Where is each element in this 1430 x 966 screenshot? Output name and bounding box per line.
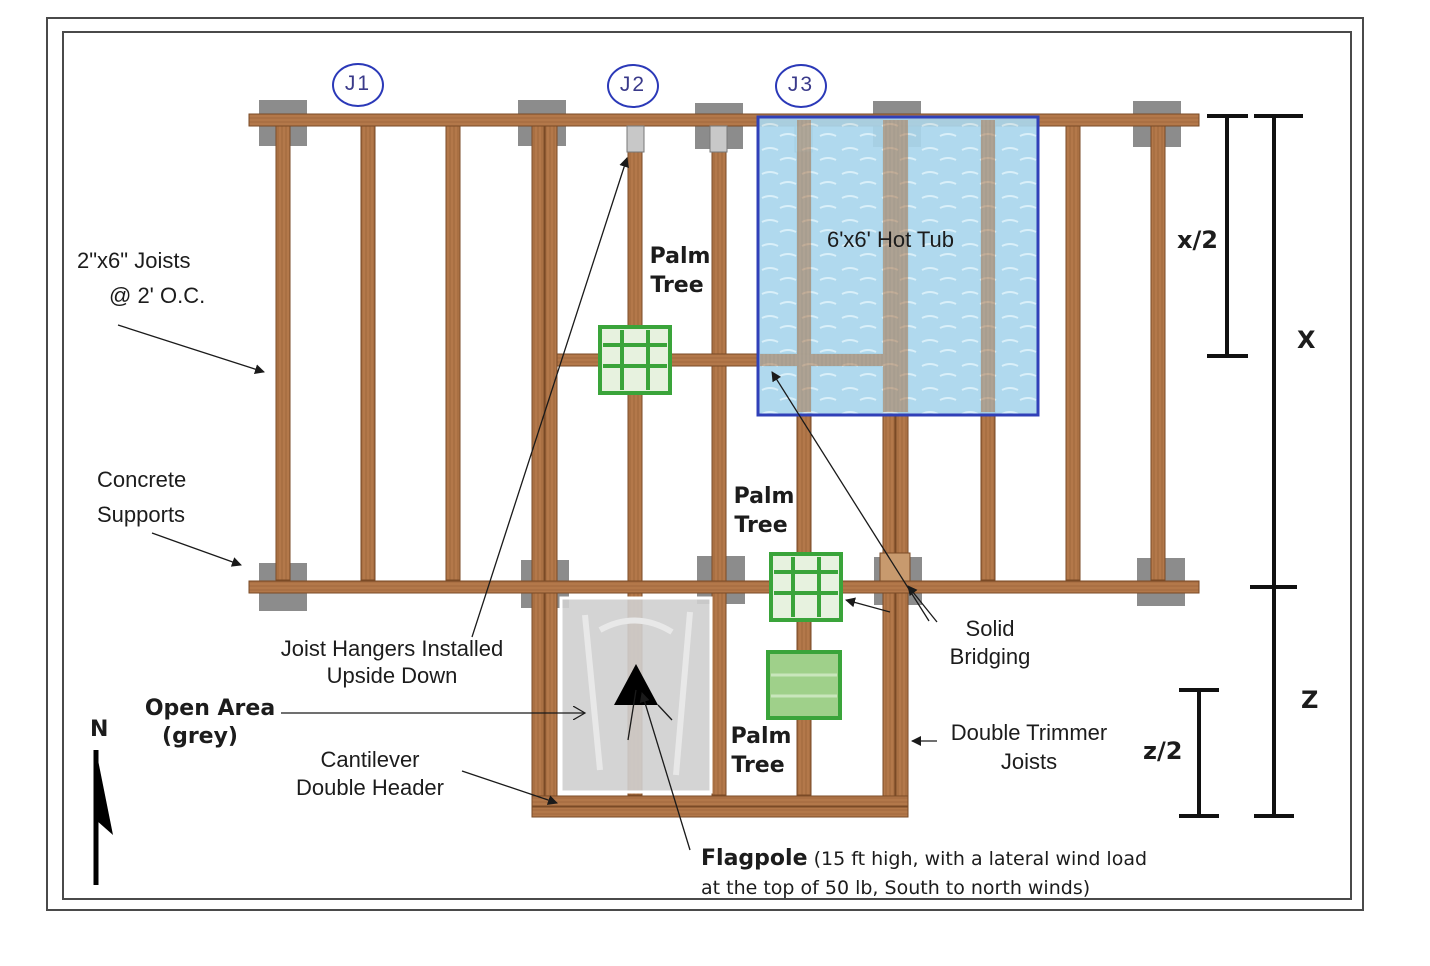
solid-bridging-label-line1: Solid — [965, 616, 1015, 641]
supports-label-line1: Concrete — [97, 467, 187, 492]
dimension-z-half: z/2 — [1143, 737, 1183, 765]
joist-marker-j1: J1 — [332, 63, 384, 107]
flagpole-detail-line2: at the top of 50 lb, South to north wind… — [701, 877, 1091, 899]
palm-tree-3-label-line2: Tree — [731, 753, 785, 778]
dimension-lines — [1179, 114, 1303, 818]
north-label: N — [90, 717, 109, 742]
dimension-x: X — [1297, 326, 1316, 354]
hangers-label-line1: Joist Hangers Installed — [280, 636, 504, 661]
joist-marker-j2: J2 — [607, 64, 659, 108]
cantilever-label-line1: Cantilever — [320, 747, 420, 772]
joists-label-line1: 2"x6" Joists — [77, 248, 191, 273]
flagpole-label: Flagpole (15 ft high, with a lateral win… — [701, 844, 1147, 873]
hangers-label-line2: Upside Down — [326, 663, 458, 688]
hot-tub — [756, 115, 1040, 417]
flagpole-title: Flagpole — [701, 846, 808, 871]
flagpole-detail-line1: (15 ft high, with a lateral wind load — [813, 848, 1148, 870]
palm-tree-3-label-line1: Palm — [730, 724, 792, 749]
open-area-label-line1: Open Area — [144, 696, 276, 721]
open-area-label-line2: (grey) — [162, 724, 238, 749]
palm-tree-1-label-line1: Palm — [649, 244, 711, 269]
solid-bridging-label-line2: Bridging — [949, 644, 1031, 669]
palm-tree-boxes — [598, 325, 843, 720]
palm-tree-1-label-line2: Tree — [650, 273, 704, 298]
palm-tree-2-label-line2: Tree — [734, 513, 788, 538]
outer-border — [46, 17, 1364, 911]
palm-tree-2-label-line1: Palm — [733, 484, 795, 509]
north-arrow-icon — [93, 750, 113, 885]
hot-tub-label: 6'x6' Hot Tub — [827, 227, 955, 252]
cantilever-label-line2: Double Header — [296, 775, 444, 800]
inner-border — [62, 31, 1352, 900]
dimension-z: Z — [1301, 686, 1319, 714]
joists-label-line2: @ 2' O.C. — [109, 283, 206, 308]
double-trimmer-label-line1: Double Trimmer — [950, 720, 1108, 745]
dimension-x-half: x/2 — [1177, 226, 1218, 254]
supports-label-line2: Supports — [97, 502, 186, 527]
double-trimmer-label-line2: Joists — [1000, 749, 1058, 774]
joist-marker-j3: J3 — [775, 64, 827, 108]
leader-lines — [117, 157, 938, 851]
